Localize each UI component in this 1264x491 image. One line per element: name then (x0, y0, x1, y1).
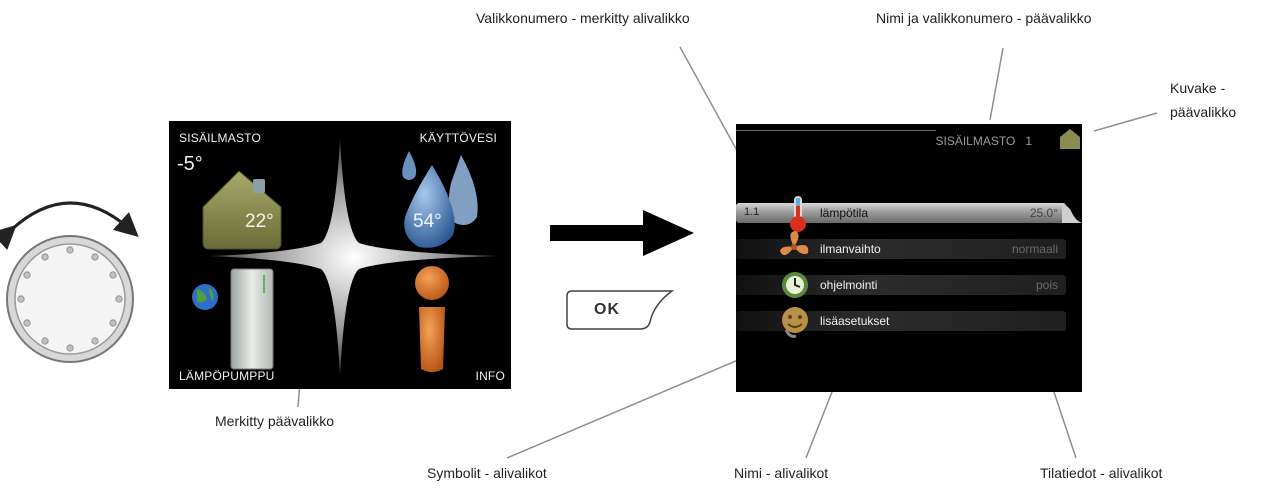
fan-icon (780, 231, 809, 256)
callout-kuvake-line2: päävalikko (1170, 104, 1237, 120)
sub-menu-screen: SISÄILMASTO 1 1.1 lämpötila 25.0° ilmanv… (736, 124, 1082, 392)
callout-merkitty-paavalikko: Merkitty päävalikko (215, 413, 335, 429)
sub-menu-header: SISÄILMASTO 1 (935, 134, 1032, 148)
heat-pump-icon (230, 268, 274, 370)
info-icon (415, 266, 449, 372)
submenu-row-label: lämpötila (820, 206, 869, 220)
page-corner-icon (1062, 203, 1082, 223)
menu-label-kayttovesi[interactable]: KÄYTTÖVESI (419, 131, 497, 145)
line-kuvake (1093, 112, 1158, 132)
callout-tilatiedot: Tilatiedot - alivalikot (1040, 465, 1163, 481)
submenu-row-label: ohjelmointi (820, 278, 878, 292)
callout-nimi-ja-valikkonumero: Nimi ja valikkonumero - päävalikko (876, 10, 1092, 26)
submenu-row-label: lisäasetukset (820, 314, 890, 328)
sub-menu-title: SISÄILMASTO (935, 134, 1016, 148)
submenu-row-label: ilmanvaihto (820, 242, 881, 256)
rotate-arrow-icon (0, 201, 139, 251)
callout-symbolit: Symbolit - alivalikot (427, 465, 547, 481)
submenu-row-number: 1.1 (744, 206, 760, 218)
settings-face-icon (782, 307, 808, 338)
callout-nimi-alivalikot: Nimi - alivalikot (734, 465, 829, 481)
menu-label-info[interactable]: INFO (475, 369, 505, 383)
submenu-row-ilmanvaihto[interactable]: ilmanvaihto normaali (736, 239, 1066, 259)
arrow-right-icon (550, 210, 694, 256)
ok-button-label: OK (594, 301, 620, 318)
main-menu-screen: SISÄILMASTO KÄYTTÖVESI LÄMPÖPUMPPU INFO … (169, 121, 511, 389)
selection-star-icon (209, 139, 499, 376)
globe-icon (192, 284, 218, 310)
submenu-row-status: normaali (1011, 242, 1058, 256)
indoor-temperature: 22° (245, 211, 274, 232)
submenu-row-status: pois (1035, 278, 1058, 292)
menu-label-lampopumppu[interactable]: LÄMPÖPUMPPU (179, 369, 275, 383)
menu-label-sisailmasto[interactable]: SISÄILMASTO (179, 131, 262, 145)
callout-valikkonumero: Valikkonumero - merkitty alivalikko (476, 10, 690, 26)
clock-icon (782, 272, 808, 298)
submenu-row-lisaasetukset[interactable]: lisäasetukset (736, 311, 1066, 331)
header-divider (736, 130, 936, 131)
ok-button[interactable]: OK (566, 290, 674, 330)
water-temperature: 54° (413, 211, 442, 232)
water-drop-icon (402, 151, 478, 248)
submenu-row-status: 25.0° (1029, 206, 1058, 220)
submenu-row-ohjelmointi[interactable]: ohjelmointi pois (736, 275, 1066, 295)
line-nimi-paavalikko (989, 47, 1004, 121)
house-small-icon (1060, 129, 1080, 149)
main-menu-graphics (192, 139, 499, 376)
submenu-row-lampotila[interactable]: 1.1 lämpötila 25.0° (736, 203, 1066, 223)
thermometer-icon (790, 196, 806, 232)
sub-menu-number: 1 (1025, 134, 1032, 148)
callout-kuvake-line1: Kuvake - (1170, 80, 1226, 96)
outdoor-temperature: -5° (177, 153, 203, 175)
control-knob[interactable] (0, 185, 140, 385)
house-icon (202, 170, 282, 250)
